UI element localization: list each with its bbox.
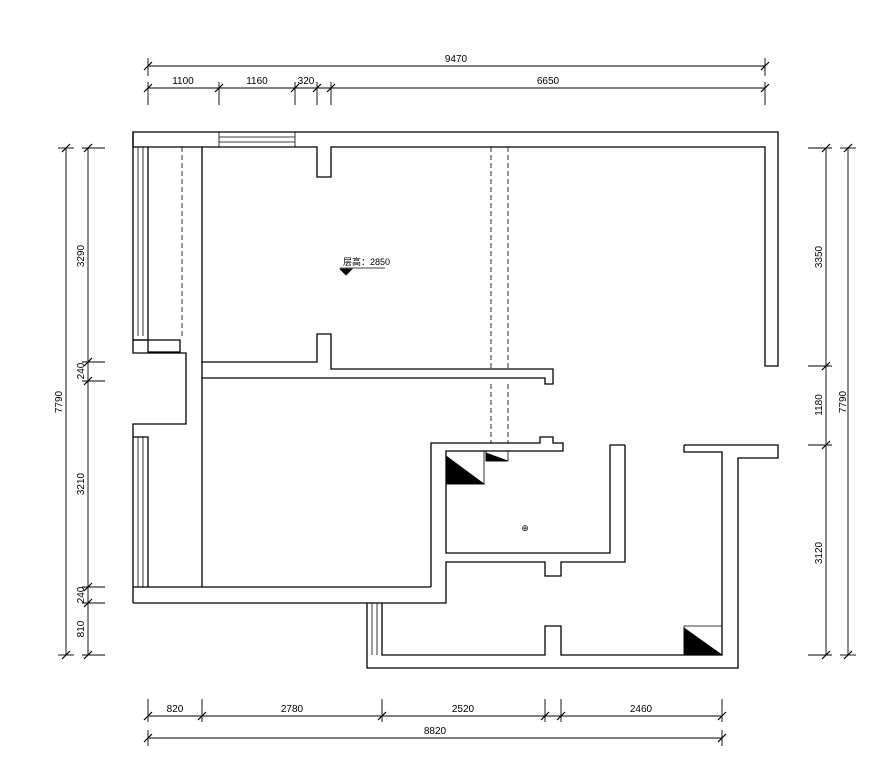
- floor-height-marker: [339, 267, 385, 276]
- right-dimension-1: 3350: [814, 245, 825, 268]
- ceiling-fixture-icon: ⊕: [521, 523, 529, 533]
- left-dimension-1: 3290: [76, 244, 87, 267]
- left-dimension-2: 240: [76, 362, 87, 379]
- left-overall-dimension: 7790: [54, 390, 65, 413]
- left-dimension-3: 3210: [76, 472, 87, 495]
- top-dimension-lines: [143, 58, 770, 105]
- exterior-walls: [132, 131, 779, 367]
- interior-walls: [132, 147, 779, 669]
- top-dimension-3: 320: [298, 76, 315, 87]
- floor-height-label: 层高：2850: [343, 256, 390, 267]
- left-dimension-4: 240: [76, 586, 87, 603]
- bottom-dimension-1: 820: [167, 704, 184, 715]
- right-dimension-2: 1180: [814, 394, 825, 416]
- shaft-symbols: [445, 450, 724, 656]
- top-dimension-4: 6650: [537, 76, 560, 87]
- left-dimension-5: 810: [76, 620, 87, 637]
- left-dimension-lines: [58, 143, 105, 660]
- right-dimension-3: 3120: [814, 541, 825, 564]
- bottom-dimension-3: 2520: [452, 704, 475, 715]
- right-dimension-lines: [808, 143, 856, 660]
- top-overall-dimension: 9470: [445, 54, 468, 65]
- bottom-dimension-2: 2780: [281, 704, 304, 715]
- bottom-overall-dimension: 8820: [424, 726, 447, 737]
- top-dimension-2: 1160: [246, 76, 268, 87]
- top-dimension-1: 1100: [172, 76, 194, 87]
- beam-dashed-lines: [181, 147, 509, 443]
- right-overall-dimension: 7790: [838, 390, 849, 413]
- bottom-dimension-lines: [143, 699, 727, 746]
- bottom-dimension-4: 2460: [630, 704, 653, 715]
